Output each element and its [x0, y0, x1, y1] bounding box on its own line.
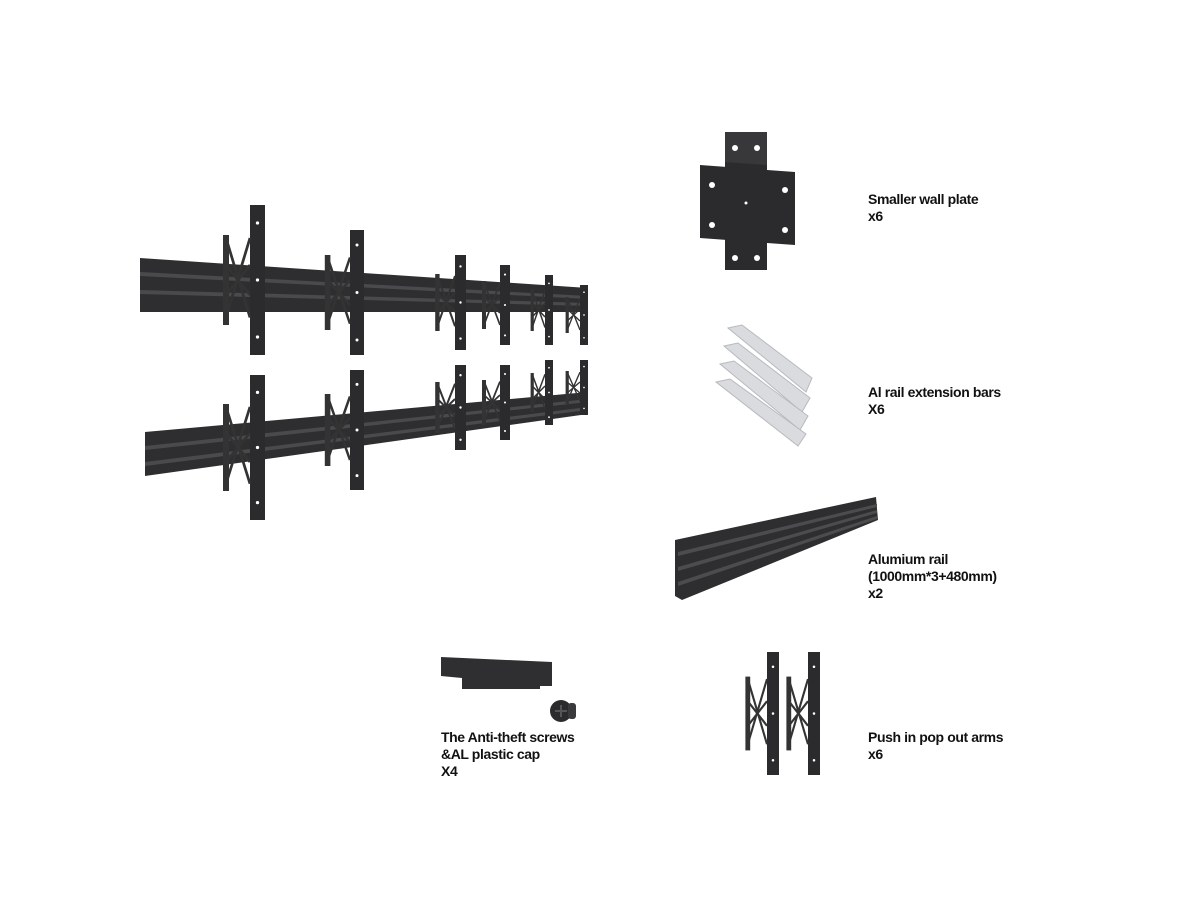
item-name: Al rail extension bars [868, 384, 1001, 400]
item-qty: X4 [441, 763, 458, 779]
item-qty: x6 [868, 208, 883, 224]
assembled-mount-image [140, 205, 588, 520]
item-detail: (1000mm*3+480mm) [868, 568, 997, 584]
plastic-cap [441, 657, 552, 689]
pop-out-arm [324, 230, 364, 355]
pop-out-arm [482, 265, 510, 345]
item-name: Alumium rail [868, 551, 948, 567]
item-name: Smaller wall plate [868, 191, 979, 207]
wall-plate-image [700, 132, 795, 270]
label-pop-out-arms: Push in pop out arms x6 [868, 729, 1004, 763]
item-name: Push in pop out arms [868, 729, 1004, 745]
pop-out-arms-image [745, 652, 820, 775]
pop-out-arm [435, 365, 466, 450]
item-name: The Anti-theft screws [441, 729, 575, 745]
pop-out-arm [745, 652, 779, 775]
label-wall-plate: Smaller wall plate x6 [868, 191, 979, 225]
pop-out-arm [482, 365, 510, 440]
item-qty: X6 [868, 401, 885, 417]
pop-out-arm [786, 652, 820, 775]
extension-bars-image [714, 324, 813, 447]
pop-out-arm [530, 275, 553, 345]
label-anti-theft: The Anti-theft screws &AL plastic cap X4 [441, 729, 575, 780]
pop-out-arm [435, 255, 466, 350]
item-qty: x2 [868, 585, 883, 601]
aluminium-rail-image [675, 497, 878, 600]
pop-out-arm [223, 205, 265, 355]
label-extension-bars: Al rail extension bars X6 [868, 384, 1001, 418]
label-aluminium-rail: Alumium rail (1000mm*3+480mm) x2 [868, 551, 997, 602]
cap-and-screw-image [441, 657, 576, 722]
pop-out-arm [565, 360, 588, 415]
pop-out-arm [565, 285, 588, 345]
pop-out-arm [324, 370, 364, 490]
item-detail: &AL plastic cap [441, 746, 540, 762]
pop-out-arm [223, 375, 265, 520]
lower-rail [145, 392, 588, 476]
pop-out-arm [530, 360, 553, 425]
item-qty: x6 [868, 746, 883, 762]
